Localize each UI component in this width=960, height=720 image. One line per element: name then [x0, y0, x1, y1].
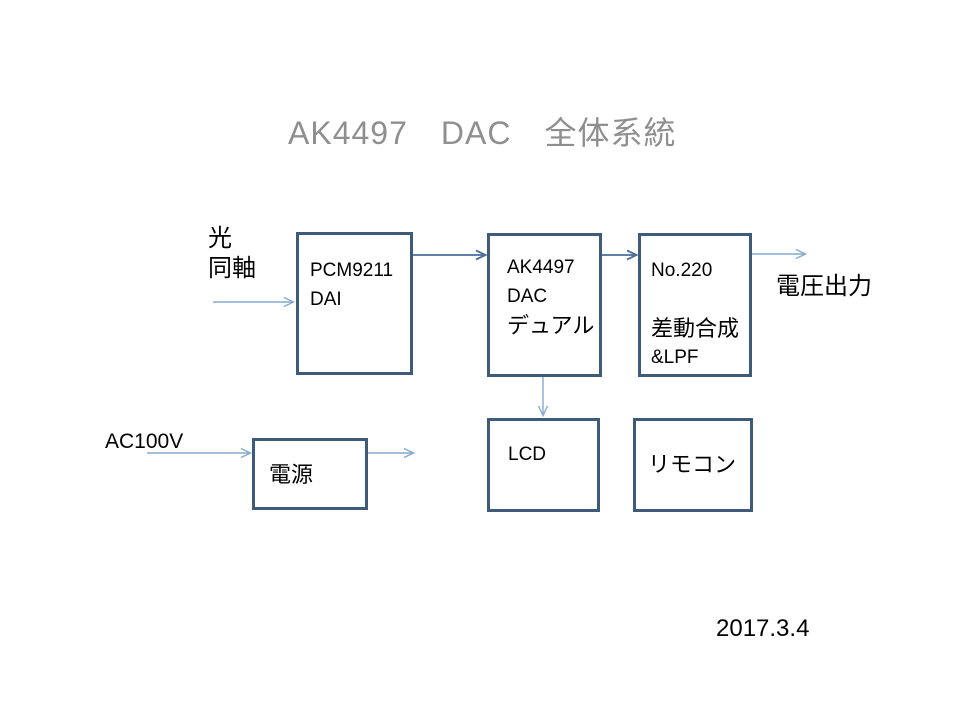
block-lcd: LCD [487, 418, 600, 512]
block-ak4497-dac: AK4497 DAC デュアル [487, 233, 602, 377]
page-title: AK4497 DAC 全体系統 [288, 115, 677, 151]
ac100v-input-label: AC100V [105, 430, 184, 453]
block-line: DAI [310, 289, 342, 310]
block-power-supply: 電源 [252, 438, 368, 510]
block-line: リモコン [648, 452, 737, 477]
date-label: 2017.3.4 [716, 615, 810, 642]
block-line: 電源 [269, 462, 314, 487]
arrow-optical-to-dai [213, 296, 296, 308]
block-line: &LPF [651, 347, 699, 368]
block-line: LCD [508, 444, 547, 465]
block-no220-lpf: No.220 差動合成 &LPF [638, 233, 752, 377]
arrow-dac-to-lcd [537, 377, 549, 418]
arrow-psu-out [368, 447, 416, 459]
arrow-dai-to-dac [413, 249, 488, 261]
voltage-output-label: 電圧出力 [776, 273, 872, 300]
block-line: デュアル [507, 313, 595, 338]
block-line: 差動合成 [651, 316, 740, 341]
block-line: PCM9211 [310, 260, 394, 281]
arrow-lpf-to-output [752, 248, 808, 260]
block-line: No.220 [651, 260, 713, 281]
arrow-dac-to-lpf [602, 249, 639, 261]
optical-coax-input-label: 光 同軸 [208, 225, 256, 282]
block-line: DAC [507, 286, 548, 307]
block-remote-control: リモコン [633, 418, 753, 512]
block-pcm9211-dai: PCM9211 DAI [296, 232, 413, 375]
block-line: AK4497 [507, 257, 575, 278]
